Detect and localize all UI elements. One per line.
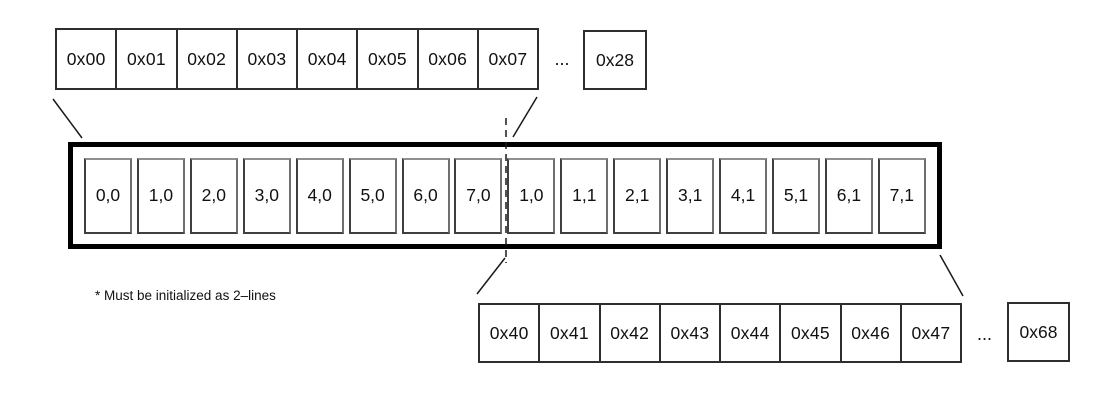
char-position-cell: 7,0 — [454, 157, 503, 234]
connector-line-bottom-right — [939, 254, 964, 297]
char-position-cell: 7,1 — [877, 157, 926, 234]
address-cell: 0x00 — [66, 48, 106, 69]
address-cell: 0x03 — [235, 30, 296, 88]
char-position-cell: 3,0 — [242, 157, 291, 234]
address-cell: 0x02 — [175, 30, 236, 88]
char-position-cell: 1,0 — [507, 157, 556, 234]
display-buffer-box: 0,0 1,0 2,0 3,0 4,0 5,0 6,0 7,0 1,0 1,1 … — [68, 142, 942, 249]
address-cell: 0x01 — [115, 30, 175, 88]
ellipsis: ... — [554, 48, 570, 69]
address-cell: 0x42 — [598, 305, 659, 361]
address-cell: 0x04 — [296, 30, 356, 88]
char-position-cell: 3,1 — [666, 157, 715, 234]
address-cell: 0x46 — [839, 305, 900, 361]
address-cell: 0x43 — [658, 305, 719, 361]
address-cell: 0x47 — [899, 305, 960, 361]
char-position-cell: 2,0 — [189, 157, 238, 234]
char-position-cell: 0,0 — [84, 157, 132, 234]
connector-line-top-right — [512, 96, 538, 138]
char-position-cell: 5,1 — [771, 157, 820, 234]
footnote: * Must be initialized as 2–lines — [95, 288, 276, 303]
char-position-cell: 1,1 — [560, 157, 609, 234]
char-position-cell: 1,0 — [136, 157, 185, 234]
address-cell-line2-end: 0x68 — [1007, 302, 1070, 362]
address-cell: 0x40 — [489, 322, 529, 343]
connector-line-bottom-left — [476, 257, 506, 295]
char-position-cell: 4,0 — [295, 157, 344, 234]
char-position-cell: 6,0 — [401, 157, 450, 234]
connector-line-top-left — [52, 98, 83, 139]
line1-address-row: 0x00 0x01 0x02 0x03 0x04 0x05 0x06 0x07 — [55, 28, 539, 90]
char-position-cells: 0,0 1,0 2,0 3,0 4,0 5,0 6,0 7,0 1,0 1,1 … — [73, 147, 937, 244]
address-cell: 0x41 — [538, 305, 598, 361]
ellipsis: ... — [976, 323, 992, 344]
address-cell: 0x44 — [719, 305, 779, 361]
line2-address-row: 0x40 0x41 0x42 0x43 0x44 0x45 0x46 0x47 — [478, 303, 962, 363]
char-position-cell: 4,1 — [719, 157, 768, 234]
char-position-cell: 6,1 — [824, 157, 873, 234]
address-cell-line1-end: 0x28 — [583, 30, 647, 90]
char-position-cell: 2,1 — [613, 157, 662, 234]
address-cell: 0x06 — [416, 30, 477, 88]
address-cell: 0x45 — [779, 305, 839, 361]
address-cell: 0x07 — [476, 30, 537, 88]
char-position-cell: 5,0 — [348, 157, 397, 234]
address-cell: 0x05 — [356, 30, 416, 88]
